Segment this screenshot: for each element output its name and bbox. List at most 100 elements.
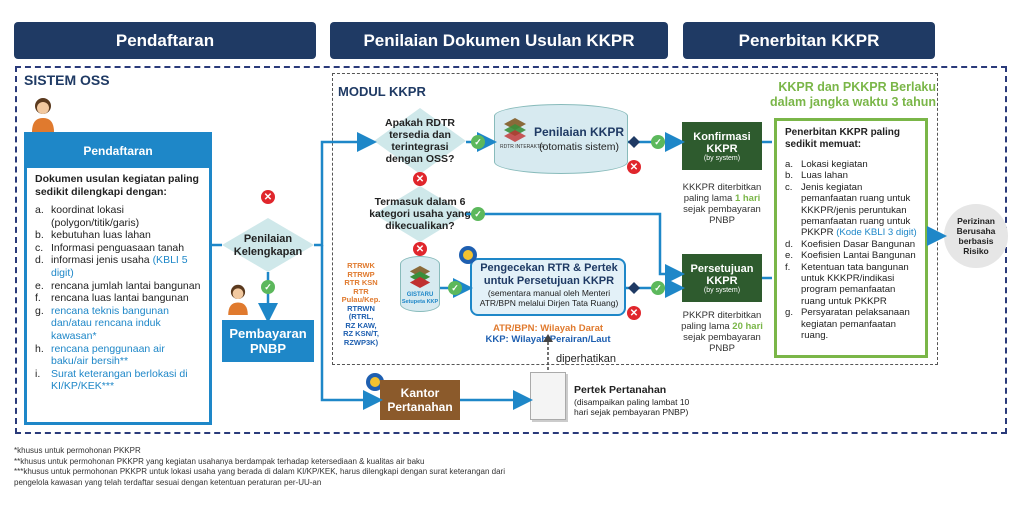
penilaian-kkpr-title: Penilaian KKPR: [533, 125, 625, 139]
rtr-item: RTR Pulau/Kep.: [341, 286, 381, 304]
berlaku-line-1: KKPR dan PKKPR Berlaku: [778, 80, 936, 94]
map-layers-icon: [504, 118, 526, 142]
atr-bpn-emblem-icon: [366, 373, 384, 391]
gistaru-title: GISTARU: [406, 292, 434, 298]
reject-x-icon: ✕: [261, 190, 275, 204]
pendaftaran-list: a. koordinat lokasi (polygon/titik/garis)…: [35, 204, 203, 393]
perizinan-label: Perizinan Berusaha berbasis Risiko: [956, 216, 996, 256]
list-item: i.Surat keterangan berlokasi di KI/KP/KE…: [35, 368, 203, 393]
list-marker: b.: [35, 229, 44, 242]
persetujuan-desc-pre: PKKPR diterbitkan paling lama: [681, 310, 762, 332]
list-text: Informasi penguasaan tanah: [51, 241, 185, 254]
perizinan-circle: Perizinan Berusaha berbasis Risiko: [944, 204, 1008, 268]
approve-check-icon: ✓: [651, 135, 665, 149]
pengecekan-sub: (sementara manual oleh Menteri ATR/BPN m…: [479, 288, 619, 308]
persetujuan-sub: (by system): [703, 286, 741, 294]
map-layers-icon: [409, 265, 431, 288]
approve-check-icon: ✓: [448, 281, 462, 295]
list-item: e.rencana jumlah lantai bangunan: [35, 280, 203, 293]
list-item: c. Jenis kegiatan pemanfaatan ruang untuk…: [785, 182, 919, 239]
list-text: koordinat lokasi (polygon/titik/garis): [51, 204, 140, 229]
list-text: Luas lahan: [801, 170, 848, 182]
list-highlight: Surat keterangan berlokasi di KI/KP/KEK*…: [51, 367, 188, 393]
rtr-item: RTRWK: [347, 261, 375, 270]
list-item: a. koordinat lokasi (polygon/titik/garis): [35, 204, 203, 229]
list-marker: e.: [785, 250, 794, 262]
persetujuan-title: Persetujuan KKPR: [690, 262, 754, 287]
footnote: **khusus untuk permohonan PKKPR yang keg…: [14, 456, 425, 466]
rtr-item: RZ KAW,: [345, 320, 377, 330]
list-marker: c.: [35, 241, 44, 254]
approve-check-icon: ✓: [651, 281, 665, 295]
list-item: h.rencana penggunaan air baku/air bersih…: [35, 343, 203, 368]
pendaftaran-intro: Dokumen usulan kegiatan paling sedikit d…: [35, 173, 199, 198]
konfirmasi-desc-hl: 1 hari: [734, 193, 761, 204]
berlaku-line-2: dalam jangka waktu 3 tahun: [769, 95, 936, 109]
list-marker: d.: [785, 238, 794, 250]
list-marker: g.: [35, 304, 44, 317]
list-marker: a.: [35, 204, 44, 216]
konfirmasi-desc: KKKPR diterbitkan paling lama 1 hari sej…: [674, 182, 770, 226]
berlaku-label: KKPR dan PKKPR Berlaku dalam jangka wakt…: [740, 80, 936, 110]
person-icon: [228, 284, 248, 315]
list-text: Persyaratan pelaksanaan kegiatan pemanfa…: [801, 307, 910, 342]
list-item: d.Koefisien Dasar Bangunan: [785, 239, 919, 250]
pertek-title: Pertek Pertanahan: [574, 384, 667, 396]
konfirmasi-desc-post: sejak pembayaran PNBP: [683, 204, 761, 226]
list-text: Jenis kegiatan pemanfaatan ruang untuk K…: [801, 181, 917, 239]
footnote: *khusus untuk permohonan PKKPR: [14, 446, 141, 455]
list-item: b. kebutuhan luas lahan: [35, 229, 203, 242]
modul-kkpr-box: [332, 73, 938, 365]
list-text: rencana luas lantai bangunan: [51, 292, 189, 305]
pengecekan-box: [470, 258, 626, 316]
footnotes: *khusus untuk permohonan PKKPR **khusus …: [14, 446, 914, 488]
reject-x-icon: ✕: [413, 172, 427, 186]
persetujuan-desc-post: sejak pembayaran PNBP: [683, 332, 761, 354]
list-marker: c.: [785, 181, 793, 193]
list-marker: g.: [785, 307, 794, 319]
kantor-pertanahan-box: Kantor Pertanahan: [380, 380, 460, 420]
atr-bpn-emblem-icon: [459, 246, 477, 264]
persetujuan-desc-hl: 20 hari: [732, 321, 763, 332]
list-marker: a.: [785, 159, 794, 170]
rdtr-question-text: Apakah RDTR tersedia dan terintegrasi de…: [384, 117, 455, 165]
penilaian-kelengkapan-label: Penilaian Kelengkapan: [233, 233, 303, 258]
list-highlight: (KBLI 5 digit): [51, 254, 188, 279]
approve-check-icon: ✓: [471, 135, 485, 149]
list-text: Surat keterangan berlokasi di KI/KP/KEK*…: [51, 368, 203, 393]
pertek-sub: (disampaikan paling lambat 10 hari sejak…: [574, 397, 690, 417]
pengecekan-title: Pengecekan RTR & Pertek untuk Persetujua…: [480, 262, 618, 287]
rdtr-interaktif-tag: RDTR INTERAKTIF: [500, 144, 545, 150]
konfirmasi-sub: (by system): [703, 154, 741, 162]
list-item: c. Informasi penguasaan tanah: [35, 242, 203, 255]
footnote: pengelola kawasan yang telah terdaftar s…: [14, 477, 322, 487]
pendaftaran-panel-title: Pendaftaran: [26, 134, 210, 168]
reject-x-icon: ✕: [627, 160, 641, 174]
list-item: g. Persyaratan pelaksanaan kegiatan peman…: [785, 307, 919, 341]
modul-kkpr-label: MODUL KKPR: [338, 84, 426, 99]
rtr-item: (RTRL,: [348, 312, 374, 321]
list-text: Koefisien Lantai Bangunan: [801, 250, 916, 262]
list-text: kebutuhan luas lahan: [51, 229, 151, 242]
list-item: f. rencana luas lantai bangunan: [35, 292, 203, 305]
list-highlight: (Kode KBLI 3 digit): [836, 227, 917, 239]
gistaru-sub: Setupeta KKP: [401, 299, 439, 305]
persetujuan-kkpr-box: Persetujuan KKPR (by system): [682, 254, 762, 302]
atr-line: ATR/BPN: Wilayah Darat: [492, 323, 604, 334]
sistem-oss-label: SISTEM OSS: [24, 72, 110, 88]
konfirmasi-kkpr-box: Konfirmasi KKPR (by system): [682, 122, 762, 170]
kategori-question-text: Termasuk dalam 6 kategori usaha yang dik…: [369, 196, 471, 232]
approve-check-icon: ✓: [261, 280, 275, 294]
reject-x-icon: ✕: [413, 242, 427, 256]
rtr-item: RZ KSN/T,: [343, 329, 379, 338]
list-text: informasi jenis usaha (KBLI 5 digit): [51, 254, 188, 279]
list-marker: f.: [35, 292, 41, 305]
rtr-item: RTR KSN: [344, 278, 378, 287]
rtr-item: RTRWP: [347, 269, 375, 279]
header-penilaian: Penilaian Dokumen Usulan KKPR: [330, 22, 668, 59]
list-text: Ketentuan tata bangunan untuk KKKPR/indi…: [801, 261, 909, 307]
list-item: e. Koefisien Lantai Bangunan: [785, 250, 919, 261]
footnote: ***khusus untuk permohonan PKKPR untuk l…: [14, 467, 505, 476]
